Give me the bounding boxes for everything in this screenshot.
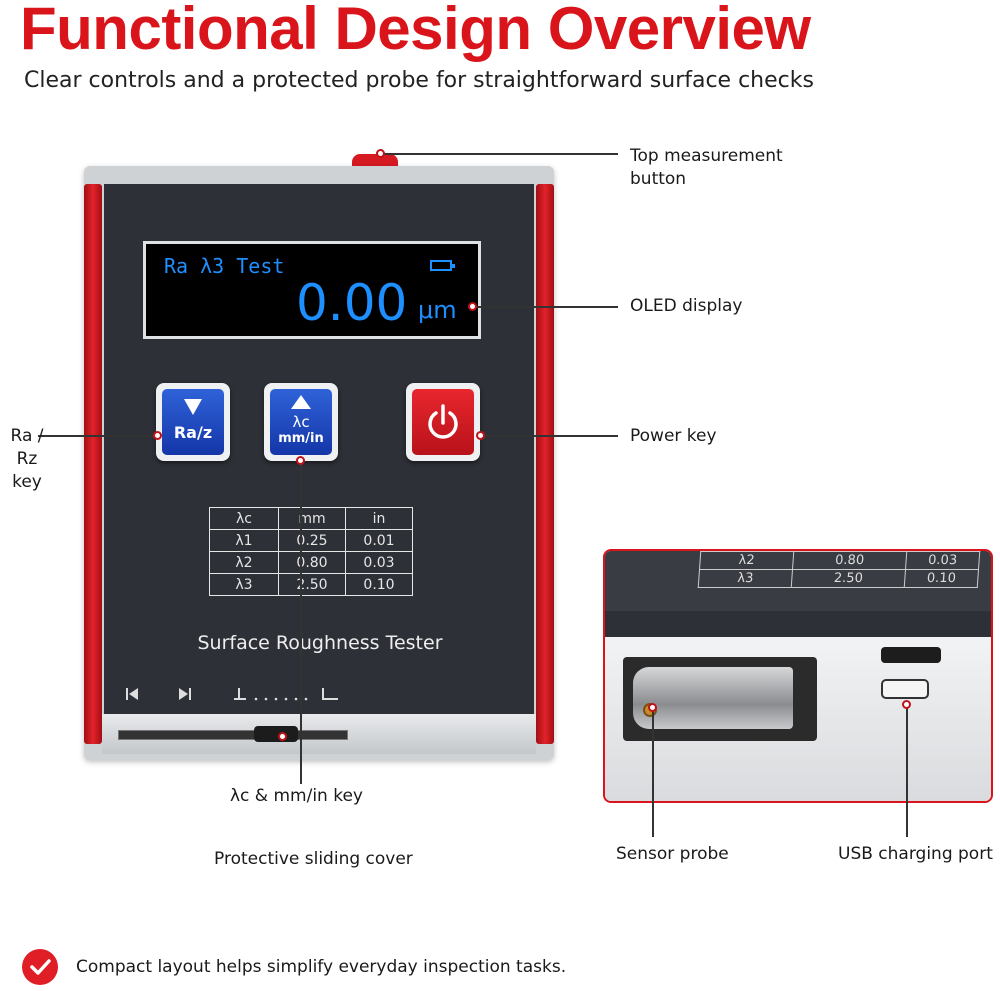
up-triangle-icon	[291, 395, 311, 409]
callout-cover-label: Protective sliding cover	[214, 849, 413, 869]
inset-panel-marks	[605, 611, 991, 637]
skip-back-icon	[126, 688, 138, 700]
inset-table: λ2 0.80 0.03 λ3 2.50 0.10	[698, 551, 981, 588]
table-cell: λ2	[209, 551, 279, 574]
right-red-rail	[536, 184, 554, 744]
table-cell: 2.50	[278, 573, 346, 596]
cover-slider-handle[interactable]	[254, 726, 298, 742]
ra-rz-key-face: Ra/z	[162, 389, 224, 455]
table-cell: 0.80	[792, 551, 907, 570]
footer-text: Compact layout helps simplify everyday i…	[76, 957, 567, 977]
device-name: Surface Roughness Tester	[197, 632, 443, 654]
callout-dot-top	[376, 149, 385, 158]
page-subtitle: Clear controls and a protected probe for…	[24, 68, 814, 93]
callout-text: Top measurement button	[630, 146, 783, 189]
table-cell: 0.01	[345, 529, 413, 552]
callout-top-button-label: Top measurement button	[630, 145, 790, 191]
callout-ra-label: Ra / Rz key	[10, 426, 44, 492]
callout-dot-ra	[153, 431, 162, 440]
callout-line-ra	[38, 435, 158, 437]
power-key-face	[412, 389, 474, 455]
callout-dot-usb	[902, 700, 911, 709]
callout-line-power	[484, 435, 618, 437]
power-icon	[428, 404, 458, 439]
display-mode-text: Ra λ3 Test	[164, 254, 285, 278]
table-header-cell: in	[345, 507, 413, 530]
table-cell: 0.03	[905, 551, 980, 570]
callout-power-label: Power key	[630, 426, 717, 446]
panel-marks	[126, 688, 338, 701]
ra-rz-key[interactable]: Ra/z	[156, 383, 230, 461]
inset-panel-top	[605, 551, 991, 611]
table-cell: λ3	[209, 573, 279, 596]
page-title: Functional Design Overview	[20, 0, 811, 62]
table-row: λ3 2.50 0.10	[209, 573, 413, 596]
callout-line-lambda	[300, 462, 302, 784]
callout-oled-label: OLED display	[630, 296, 743, 316]
battery-icon	[430, 260, 455, 271]
lambda-reference-table: λc mm in λ1 0.25 0.01 λ2 0.80 0.03 λ3 2.…	[209, 507, 413, 596]
lambda-key-label-top: λc	[292, 413, 310, 431]
skip-forward-icon	[179, 688, 191, 700]
callout-dot-power	[476, 431, 485, 440]
table-cell: 0.10	[904, 569, 979, 588]
callout-probe-label: Sensor probe	[616, 844, 729, 864]
left-red-rail	[84, 184, 102, 744]
lambda-key-label-bottom: mm/in	[278, 431, 324, 446]
oled-display: Ra λ3 Test 0.00 μm	[143, 241, 481, 339]
table-cell: 0.10	[345, 573, 413, 596]
callout-dot-oled	[468, 302, 477, 311]
power-key[interactable]	[406, 383, 480, 461]
probe-detail-inset: λ2 0.80 0.03 λ3 2.50 0.10	[603, 549, 993, 803]
top-measurement-button[interactable]	[352, 154, 398, 168]
callout-line-top	[384, 153, 618, 155]
callout-line-probe	[652, 707, 654, 837]
callout-line-usb	[906, 704, 908, 837]
callout-dot-lambda	[296, 456, 305, 465]
table-cell: λ3	[698, 569, 793, 588]
callout-dot-cover	[278, 732, 287, 741]
table-header-cell: mm	[278, 507, 346, 530]
callout-lambda-label: λc & mm/in key	[230, 786, 363, 806]
sensor-probe	[633, 667, 793, 729]
check-icon	[22, 949, 58, 985]
display-value: 0.00	[296, 274, 408, 332]
usb-c-port-icon	[881, 679, 929, 699]
callout-usb-label: USB charging port	[838, 844, 993, 864]
table-cell: 0.03	[345, 551, 413, 574]
probe-range-icon	[234, 688, 338, 701]
ra-rz-key-label: Ra/z	[173, 423, 213, 442]
inset-slider-handle	[881, 647, 941, 663]
display-unit: μm	[418, 296, 457, 324]
lambda-unit-key-face: λc mm/in	[270, 389, 332, 455]
cover-slider-track	[118, 730, 348, 740]
table-row: λ2 0.80 0.03	[699, 551, 980, 570]
table-row: λc mm in	[209, 507, 413, 530]
table-cell: 2.50	[791, 569, 906, 588]
down-triangle-icon	[184, 399, 202, 415]
table-cell: λ1	[209, 529, 279, 552]
table-row: λ1 0.25 0.01	[209, 529, 413, 552]
table-cell: 0.80	[278, 551, 346, 574]
table-cell: λ2	[699, 551, 794, 570]
lambda-unit-key[interactable]: λc mm/in	[264, 383, 338, 461]
table-row: λ2 0.80 0.03	[209, 551, 413, 574]
table-cell: 0.25	[278, 529, 346, 552]
table-row: λ3 2.50 0.10	[698, 569, 979, 588]
table-header-cell: λc	[209, 507, 279, 530]
callout-dot-probe	[648, 703, 657, 712]
callout-line-oled	[476, 306, 618, 308]
